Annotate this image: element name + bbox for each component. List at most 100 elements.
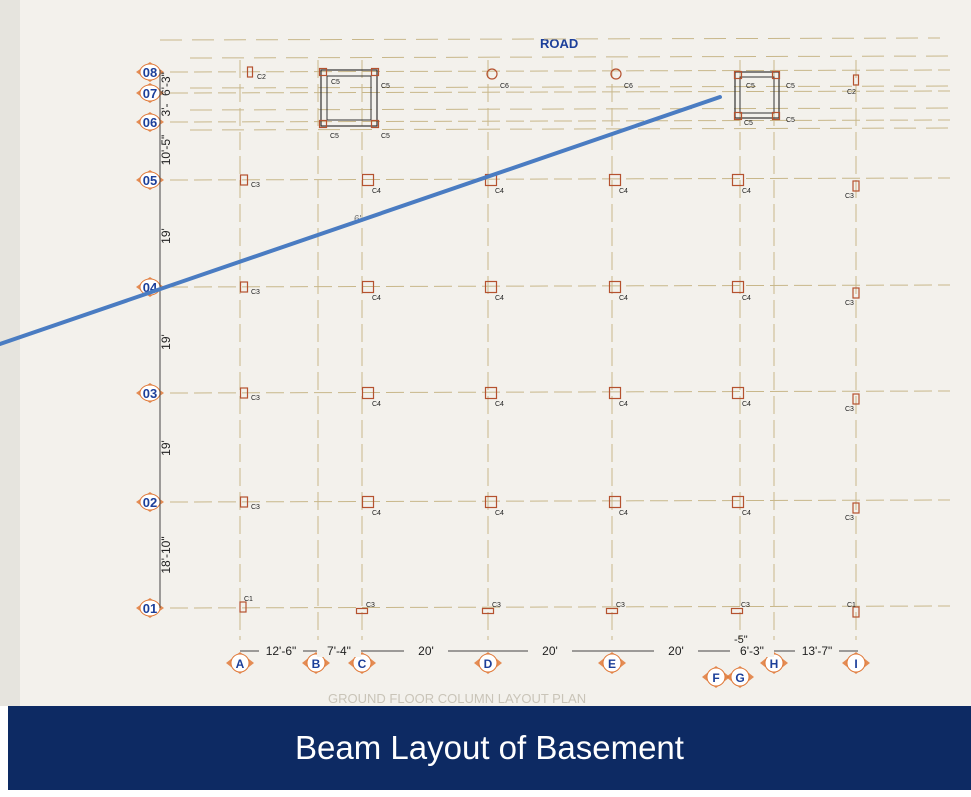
column-marker — [370, 67, 380, 77]
column-marker — [731, 280, 745, 294]
column-tag: C1 — [847, 602, 856, 609]
column-tag: C3 — [251, 504, 260, 511]
column-tag: C6 — [624, 83, 633, 90]
column-dimension-bg — [528, 643, 572, 657]
column-label: F — [712, 671, 719, 685]
column-tag: C5 — [786, 117, 795, 124]
column-tag: C5 — [330, 133, 339, 140]
column-tag: C4 — [372, 401, 381, 408]
column-tag: C4 — [619, 295, 628, 302]
grid-line-horizontal — [169, 119, 951, 123]
row-dimension: 19' — [159, 334, 173, 350]
column-label: E — [608, 657, 616, 671]
column-marker — [852, 502, 860, 514]
column-marker — [484, 495, 498, 509]
column-tag: C4 — [372, 295, 381, 302]
column-tag: C4 — [495, 510, 504, 517]
column-tag: C3 — [251, 182, 260, 189]
title-banner-bar: Beam Layout of Basement — [8, 706, 971, 790]
column-dimension-bg — [317, 643, 361, 657]
shaft-box-left — [320, 69, 378, 127]
column-tag: C3 — [845, 406, 854, 413]
column-marker — [608, 495, 622, 509]
column-marker — [239, 174, 249, 186]
pointer-line — [0, 95, 722, 346]
shaft-box-left-inner — [326, 75, 372, 121]
column-bubble-circle — [478, 653, 498, 673]
column-tag: C3 — [616, 602, 625, 609]
column-marker — [852, 180, 860, 192]
column-dimension-bg — [259, 643, 303, 657]
column-marker — [852, 287, 860, 299]
row-dimension: 19' — [159, 228, 173, 244]
column-marker — [608, 386, 622, 400]
column-tag: C4 — [742, 295, 751, 302]
row-label: 03 — [143, 386, 157, 401]
column-dimension: 20' — [542, 644, 558, 658]
column-tag: C4 — [619, 510, 628, 517]
shaft-box-right — [734, 71, 780, 119]
column-marker — [852, 393, 860, 405]
column-tag: C3 — [845, 300, 854, 307]
column-label: A — [236, 657, 245, 671]
column-bubble-circle — [306, 653, 326, 673]
column-dimension: 12'-6" — [266, 644, 297, 658]
row-dimension: 3'- — [159, 104, 173, 117]
grid-line-horizontal — [169, 284, 951, 288]
column-tag: C3 — [492, 602, 501, 609]
column-tag: C3 — [366, 602, 375, 609]
column-marker — [239, 387, 249, 399]
column-bubble-circle — [706, 667, 726, 687]
column-tag: C4 — [372, 510, 381, 517]
grid-line-horizontal — [169, 69, 951, 73]
column-marker-round — [610, 68, 622, 80]
row-label: 05 — [143, 173, 157, 188]
column-marker — [484, 280, 498, 294]
row-dimensions: 6'-3"3'-10'-5"19'19'19'18'-10" — [159, 72, 173, 574]
column-marker — [730, 607, 744, 615]
column-tag: C5 — [744, 120, 753, 127]
column-label: I — [854, 657, 857, 671]
column-marker — [239, 281, 249, 293]
column-tag: C3 — [251, 395, 260, 402]
row-label: 02 — [143, 495, 157, 510]
row-dimension: 10'-5" — [159, 135, 173, 166]
column-marker — [239, 496, 249, 508]
column-tag: C5 — [786, 83, 795, 90]
column-dimension-bg — [404, 643, 448, 657]
column-marker — [355, 607, 369, 615]
grid-line-horizontal — [169, 177, 951, 181]
title-banner: Beam Layout of Basement — [0, 706, 971, 797]
column-marker — [361, 386, 375, 400]
column-tag: C2 — [257, 74, 266, 81]
column-tag: C4 — [742, 401, 751, 408]
column-marker — [361, 280, 375, 294]
column-bubble-circle — [846, 653, 866, 673]
column-label: C — [358, 657, 367, 671]
column-marker — [771, 70, 781, 80]
column-marker-round — [486, 68, 498, 80]
column-marker — [246, 66, 254, 78]
column-tag: C1 — [244, 596, 253, 603]
column-label: D — [484, 657, 493, 671]
column-dimensions: 12'-6"7'-4"20'20'20'6'-3"13'-7" — [259, 643, 839, 658]
column-bubble-circle — [352, 653, 372, 673]
column-tag: C4 — [742, 188, 751, 195]
column-bubble-circle — [230, 653, 250, 673]
column-tag: C4 — [619, 188, 628, 195]
column-marker — [239, 601, 247, 613]
column-tag: C3 — [741, 602, 750, 609]
column-marker — [852, 606, 860, 618]
column-dimension-bg — [654, 643, 698, 657]
column-tag: C2 — [847, 89, 856, 96]
column-tag: C4 — [495, 401, 504, 408]
column-tag: C3 — [845, 193, 854, 200]
row-label: 01 — [143, 601, 157, 616]
column-tag: C5 — [746, 83, 755, 90]
column-tag: C6 — [500, 83, 509, 90]
